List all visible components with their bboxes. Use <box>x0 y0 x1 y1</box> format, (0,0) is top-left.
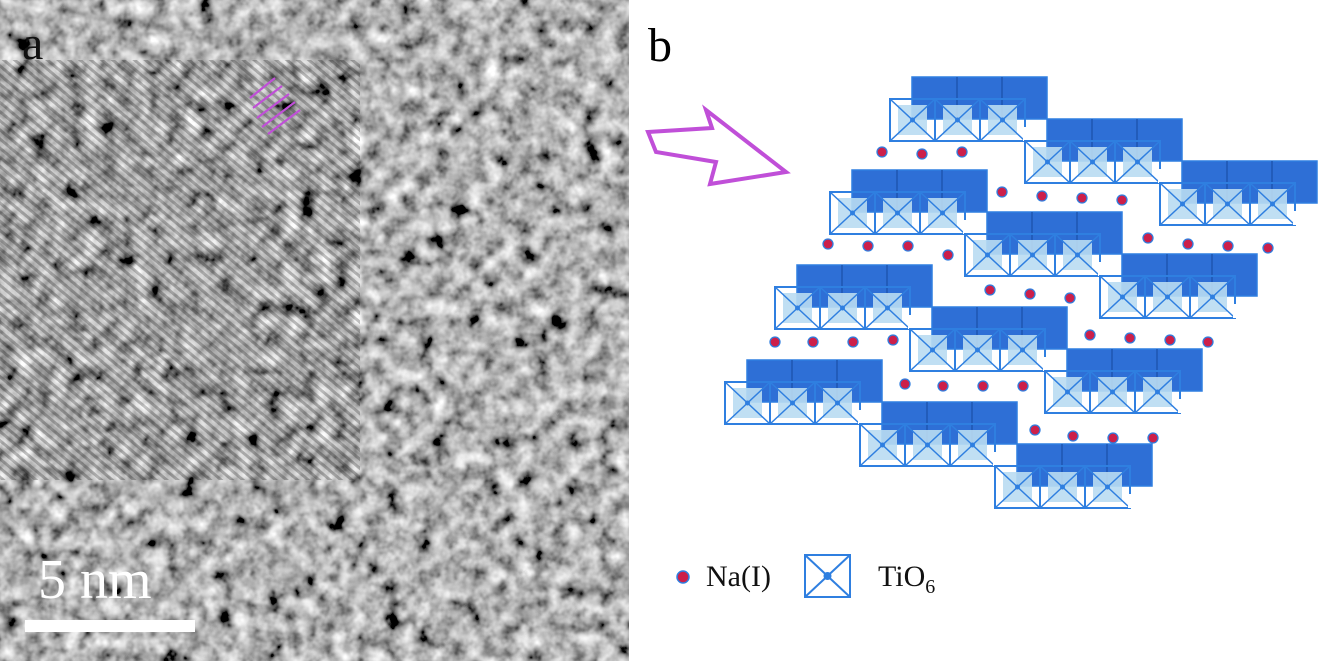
tem-micrograph <box>0 0 629 661</box>
na-ion <box>916 148 928 160</box>
na-ion <box>887 334 899 346</box>
na-ion <box>977 380 989 392</box>
na-ion <box>1262 242 1274 254</box>
na-ion <box>1116 194 1128 206</box>
na-ion <box>996 186 1008 198</box>
legend-na-label: Na(I) <box>706 560 771 593</box>
arrow-icon <box>645 104 791 187</box>
lattice-fringe-marks <box>249 77 301 135</box>
na-ion <box>1067 430 1079 442</box>
na-ion <box>902 240 914 252</box>
tio6-unit <box>724 359 883 425</box>
tio6-unit <box>964 211 1123 277</box>
tio6-unit <box>889 76 1048 142</box>
tio6-layers <box>724 76 1318 509</box>
na-ion <box>1029 424 1041 436</box>
na-ion <box>937 380 949 392</box>
legend-na-dot <box>676 570 690 584</box>
na-ion <box>862 240 874 252</box>
scale-bar <box>25 620 195 632</box>
scale-bar-label: 5 nm <box>38 549 152 611</box>
tio6-unit <box>1099 253 1258 319</box>
tio6-unit <box>859 401 1018 467</box>
na-ion <box>822 238 834 250</box>
panel-label-b: b <box>648 19 672 72</box>
tem-image-panel: a 5 nm <box>0 0 629 661</box>
legend-tio6-subscript: 6 <box>925 576 936 598</box>
na-ion <box>984 284 996 296</box>
legend <box>676 554 851 598</box>
na-ion <box>1024 288 1036 300</box>
tio6-unit <box>994 443 1153 509</box>
tio6-unit <box>1024 118 1183 184</box>
legend-octahedron-icon <box>804 554 851 598</box>
na-ion <box>1147 432 1159 444</box>
tio6-unit <box>1159 160 1318 226</box>
na-ion <box>1084 329 1096 341</box>
na-ions <box>769 146 1274 444</box>
na-ion <box>1182 238 1194 250</box>
na-ion <box>847 336 859 348</box>
na-ion <box>1222 240 1234 252</box>
na-ion <box>899 378 911 390</box>
na-ion <box>1017 380 1029 392</box>
na-ion <box>876 146 888 158</box>
tio6-unit <box>1044 348 1203 414</box>
na-ion <box>807 336 819 348</box>
na-ion <box>1142 232 1154 244</box>
legend-tio6-label: TiO6 <box>878 560 936 598</box>
tio6-unit <box>829 169 988 235</box>
na-ion <box>1202 336 1214 348</box>
legend-tio6-text: TiO <box>878 560 926 593</box>
na-ion <box>942 249 954 261</box>
na-ion <box>1107 432 1119 444</box>
panel-label-a: a <box>22 17 44 70</box>
na-ion <box>1036 190 1048 202</box>
na-ion <box>1164 334 1176 346</box>
na-ion <box>1124 332 1136 344</box>
na-ion <box>1076 192 1088 204</box>
tio6-unit <box>909 306 1068 372</box>
tio6-unit <box>774 264 933 330</box>
na-ion <box>956 146 968 158</box>
na-ion <box>1064 292 1076 304</box>
na-ion <box>769 336 781 348</box>
